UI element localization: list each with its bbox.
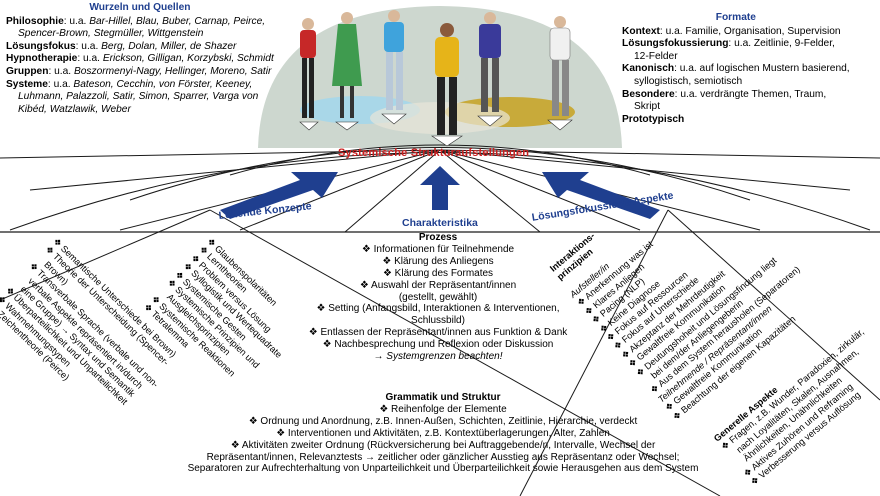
prozess-item: ❖ Auswahl der Repräsentant/innen [359, 279, 517, 291]
roots-row: Lösungsfokus: u.a. Berg, Dolan, Miller, … [6, 40, 237, 52]
figure-blue [381, 10, 407, 125]
roots-row: Systeme: u.a. Bateson, Cecchin, von Förs… [6, 78, 253, 90]
figure-purple [477, 12, 503, 127]
figure-yellow [431, 23, 463, 147]
roots-row: Kibéd, Watzlawik, Weber [18, 103, 131, 115]
grammatik-item: ❖ Reihenfolge der Elemente [379, 403, 507, 415]
formate-row: Prototypisch [622, 113, 685, 125]
formate-heading: Formate [715, 12, 756, 23]
grammatik-item: Separatoren zur Aufrechterhaltung von Un… [187, 463, 699, 475]
arrow-left [220, 172, 338, 219]
formate-row: Kanonisch: u.a. auf logischen Mustern ba… [622, 63, 850, 75]
arrow-center [420, 166, 460, 210]
prozess-note: → Systemgrenzen beachten! [373, 351, 503, 363]
formate-row: Lösungsfokussierung: u.a. Zeitlinie, 9-F… [622, 38, 835, 50]
formate-row: 12-Felder [634, 50, 678, 62]
prozess-item: (gestellt, gewählt) [398, 291, 478, 303]
grammatik-block: Grammatik und Struktur ❖ Reihenfolge der… [178, 392, 708, 475]
radial-lines [0, 149, 880, 496]
arc-inner [229, 144, 651, 176]
roots-row: Luhmann, Palazzoli, Satir, Simon, Sparre… [18, 91, 259, 103]
figures [299, 10, 573, 147]
grammatik-item: ❖ Interventionen und Aktivitäten, z.B. K… [276, 427, 610, 439]
formate-block: Formate Kontext: u.a. Familie, Organisat… [622, 12, 850, 126]
grammatik-item: ❖ Aktivitäten zweiter Ordnung (Rückversi… [230, 439, 656, 451]
formate-row: Skript [634, 101, 661, 113]
grammatik-item: ❖ Ordnung und Anordnung, z.B. Innen-Auße… [248, 415, 638, 427]
arrows [220, 166, 660, 219]
grammatik-item: Repräsentant/innen, Relevanztests → zeit… [206, 451, 680, 463]
prozess-item: ❖ Klärung des Formates [382, 267, 494, 279]
prozess-heading: Prozess [418, 232, 458, 243]
arrow-right [542, 172, 660, 219]
prozess-item: Schlussbild) [411, 315, 465, 327]
figure-red [299, 18, 319, 131]
roots-row: Hypnotherapie: u.a. Erickson, Gilligan, … [6, 53, 274, 65]
figure-white [547, 16, 573, 131]
arc-outer [9, 152, 871, 231]
arc-middle [129, 147, 751, 201]
roots-block: Wurzeln und Quellen Philosophie: u.a. Ba… [6, 2, 274, 116]
prozess-item: ❖ Klärung des Anliegens [382, 255, 494, 267]
grammatik-heading: Grammatik und Struktur [385, 392, 501, 403]
prozess-item: ❖ Nachbesprechung und Reflexion oder Dis… [322, 339, 554, 351]
formate-row: Besondere: u.a. verdrängte Themen, Traum… [622, 88, 827, 100]
prozess-block: Prozess ❖ Informationen für Teilnehmende… [288, 232, 588, 363]
prozess-item: ❖ Entlassen der Repräsentant/innen aus F… [308, 327, 568, 339]
label-charakteristika: Charakteristika [402, 217, 478, 229]
roots-row: Spencer-Brown, Stegmüller, Wittgenstein [18, 28, 204, 40]
roots-heading: Wurzeln und Quellen [89, 2, 191, 13]
roots-row: Gruppen: u.a. Boszormenyi-Nagy, Hellinge… [6, 65, 272, 77]
formate-row: Kontext: u.a. Familie, Organisation, Sup… [622, 25, 841, 37]
prozess-item: ❖ Setting (Anfangsbild, Interaktionen & … [316, 303, 560, 315]
figure-green [332, 12, 362, 131]
diagram-title: Systemische Strukturaufstellungen [338, 147, 530, 159]
roots-row: Philosophie: u.a. Bar-Hillel, Blau, Bube… [6, 15, 266, 27]
formate-row: syllogistisch, semiotisch [634, 75, 743, 87]
prozess-item: ❖ Informationen für Teilnehmende [361, 243, 515, 255]
